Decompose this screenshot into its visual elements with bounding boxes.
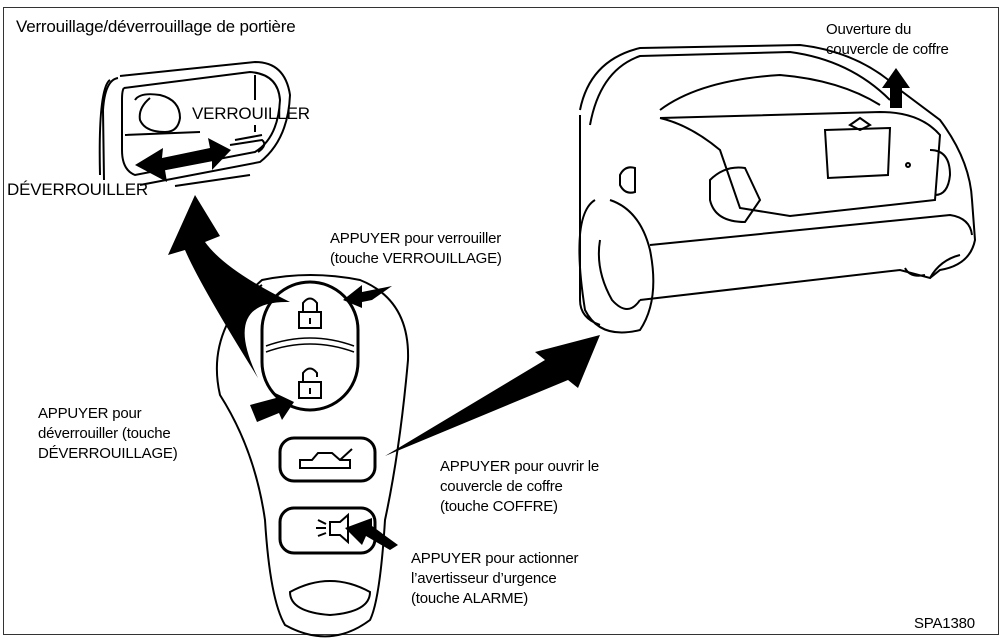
press-arrow-lock [343,285,392,308]
press-arrow-alarm [345,518,398,550]
lock-icon [298,297,322,329]
callout-line: (touche VERROUILLAGE) [330,250,502,267]
callout-line: déverrouiller (touche [38,425,171,442]
callout-line: Ouverture du [826,21,912,38]
lock-callout: APPUYER pour verrouiller (touche VERROUI… [330,229,502,269]
unlock-direction-label: DÉVERROUILLER [7,180,148,199]
trunk-open-arrow [882,68,910,108]
lock-direction-label: VERROUILLER [192,104,310,123]
callout-line: couvercle de coffre [826,41,949,58]
callout-line: DÉVERROUILLAGE) [38,445,178,462]
double-arrow-handle [135,138,231,182]
figure-title: Verrouillage/déverrouillage de portière [16,17,296,36]
unlock-callout: APPUYER pour déverrouiller (touche DÉVER… [38,404,178,464]
figure-code: SPA1380 [914,615,975,632]
callout-line: (touche ALARME) [411,590,529,607]
alarm-callout: APPUYER pour actionner l’avertisseur d’u… [411,549,579,609]
callout-line: APPUYER pour actionner [411,550,579,567]
callout-line: APPUYER pour ouvrir le [440,458,599,475]
callout-line: couvercle de coffre [440,478,563,495]
alarm-horn-icon [316,512,349,545]
car-rear [578,43,977,334]
callout-line: l’avertisseur d’urgence [411,570,557,587]
door-handle [98,60,292,187]
unlock-icon [298,367,322,399]
trunk-icon [299,448,353,469]
callout-line: (touche COFFRE) [440,498,558,515]
arrow-to-car [385,335,600,456]
curved-arrow-to-handle [168,195,290,378]
figure-frame [3,7,999,635]
press-arrow-unlock [250,392,294,422]
callout-line: APPUYER pour verrouiller [330,230,502,247]
key-fob [216,274,410,638]
trunk-callout: APPUYER pour ouvrir le couvercle de coff… [440,457,599,517]
callout-line: APPUYER pour [38,405,142,422]
trunk-open-callout: Ouverture du couvercle de coffre [826,20,949,60]
